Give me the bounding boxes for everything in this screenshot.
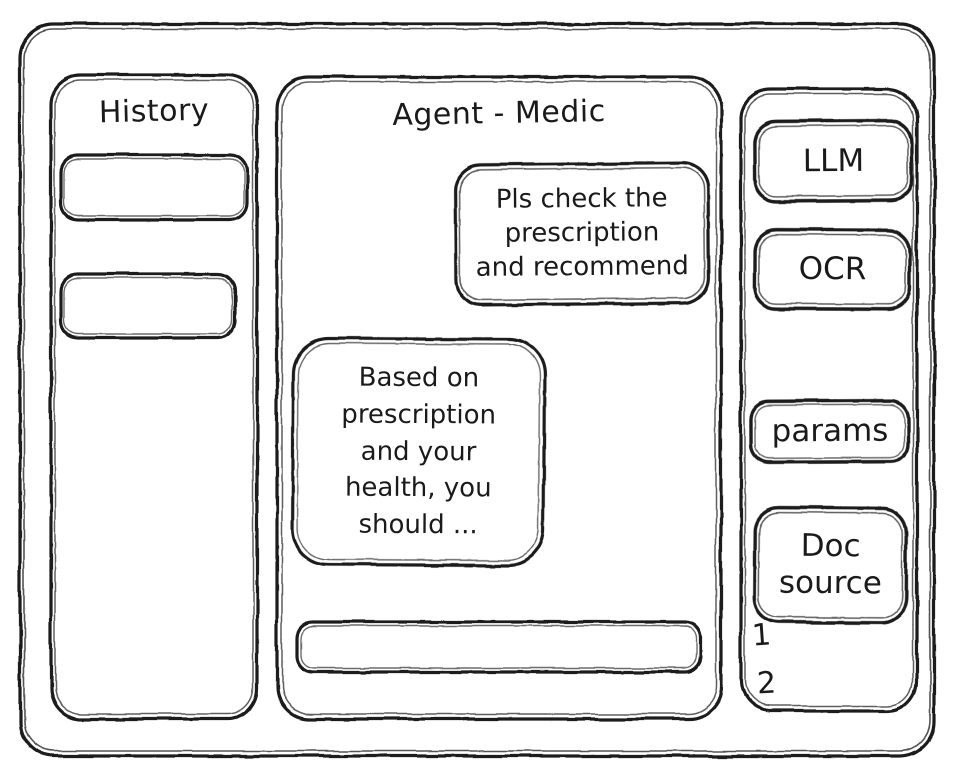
doc-source-item-2[interactable]: 2 xyxy=(756,665,777,702)
tool-button-llm[interactable]: LLM xyxy=(751,116,917,205)
tool-button-params-label: params xyxy=(771,412,889,450)
tool-button-doc-source-label: Doc source xyxy=(778,528,882,602)
tool-button-doc-source[interactable]: Doc source xyxy=(751,503,911,626)
tool-button-ocr-label: OCR xyxy=(798,251,867,288)
chat-message-assistant: Based on prescription and your health, y… xyxy=(288,334,548,569)
message-input[interactable] xyxy=(294,619,704,675)
history-list-item-label xyxy=(58,152,250,223)
chat-message-assistant-text: Based on prescription and your health, y… xyxy=(341,362,497,541)
chat-message-user: Pls check the prescription and recommend xyxy=(451,159,712,309)
tool-button-ocr[interactable]: OCR xyxy=(751,226,914,314)
tool-button-params[interactable]: params xyxy=(747,397,913,467)
message-input-value xyxy=(294,619,704,675)
history-list-item-label xyxy=(58,271,238,341)
history-panel-title: History xyxy=(98,92,210,131)
chat-message-user-text: Pls check the prescription and recommend xyxy=(475,183,689,283)
tool-button-llm-label: LLM xyxy=(802,142,865,179)
history-list-item[interactable] xyxy=(58,271,238,341)
history-list-item[interactable] xyxy=(58,152,250,223)
doc-source-item-1[interactable]: 1 xyxy=(750,617,773,654)
